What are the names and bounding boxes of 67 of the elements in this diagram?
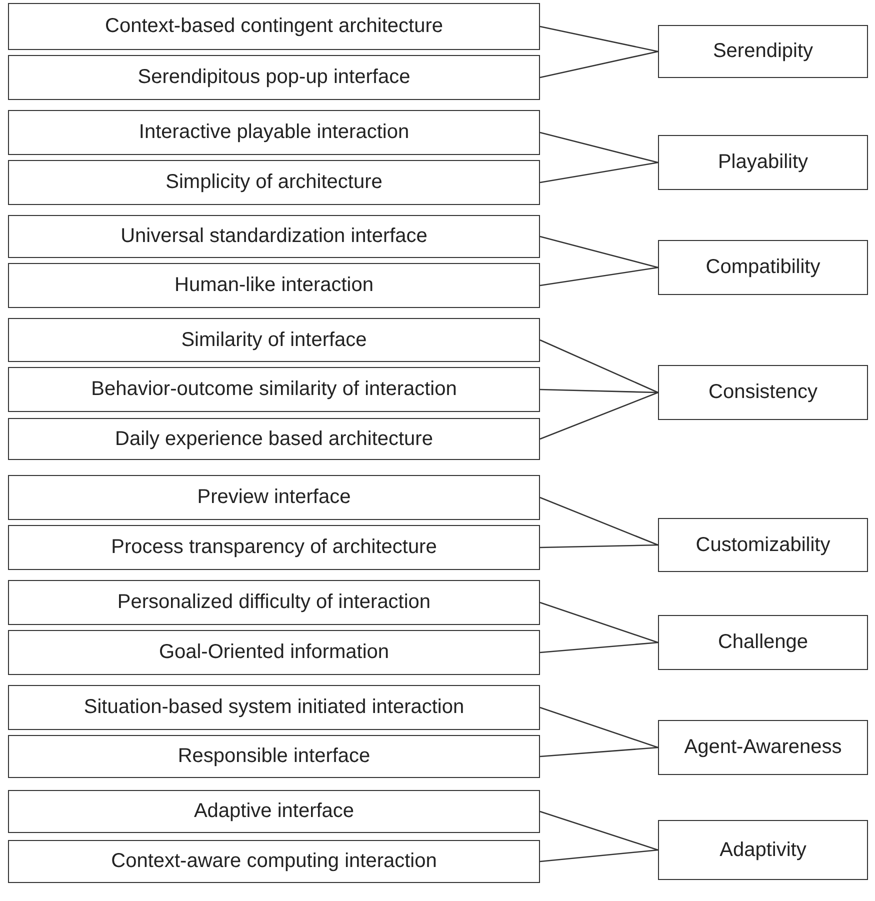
item-box [8,3,540,50]
item-box [8,418,540,460]
box-label: Serendipitous pop-up interface [138,66,410,89]
category-box [658,365,868,420]
connector-line [540,810,658,851]
item-box [8,475,540,520]
box-label: Adaptivity [720,838,806,862]
item-box [8,840,540,883]
box-label: Preview interface [197,486,351,509]
box-label: Human-like interaction [174,274,374,297]
connector-line [540,849,658,862]
connector-line [540,26,658,52]
box-label: Context-aware computing interaction [111,850,437,873]
connector-line [540,746,658,758]
category-box [658,518,868,572]
box-label: Daily experience based architecture [115,428,433,450]
item-box [8,735,540,778]
connector-line [540,642,658,654]
category-box [658,25,868,78]
item-box [8,525,540,570]
category-box [658,720,868,775]
item-box [8,215,540,258]
item-box [8,630,540,675]
box-label: Personalized difficulty of interaction [117,591,431,614]
category-box [658,615,868,670]
box-label: Responsible interface [178,745,370,768]
box-label: Agent-Awareness [684,736,842,759]
box-label: Behavior-outcome similarity of interaction [91,378,457,401]
connector-line [540,392,658,440]
connector-line [540,496,658,546]
box-label: Universal standardization interface [120,225,428,248]
item-box [8,160,540,205]
connector-line [540,132,658,164]
category-box [658,820,868,880]
connector-line [540,266,658,286]
item-box [8,685,540,730]
box-label: Challenge [718,631,808,654]
item-box [8,263,540,308]
box-label: Serendipity [712,40,814,63]
item-box [8,55,540,100]
box-label: Customizability [696,534,830,556]
box-label: Goal-Oriented information [158,641,390,664]
connector-line [540,162,658,184]
connector-line [540,50,658,78]
box-label: Playability [718,151,808,174]
connector-line [540,236,658,268]
category-box [658,135,868,190]
connector-line [540,706,658,748]
box-label: Consistency [708,381,818,404]
connector-line [540,544,658,548]
item-box [8,367,540,412]
item-box [8,580,540,625]
box-label: Process transparency of architecture [111,536,437,559]
box-label: Context-based contingent architecture [105,15,443,38]
box-label: Situation-based system initiated interaction [84,696,464,719]
box-label: Simplicity of architecture [166,171,382,194]
box-label: Compatibility [706,256,820,279]
item-box [8,110,540,155]
box-label: Interactive playable interaction [138,121,410,144]
item-box [8,790,540,833]
category-box [658,240,868,295]
connector-line [540,388,658,394]
box-label: Adaptive interface [194,800,354,823]
box-label: Similarity of interface [181,328,367,352]
connector-line [540,602,658,644]
item-box [8,318,540,362]
connector-line [540,339,658,394]
